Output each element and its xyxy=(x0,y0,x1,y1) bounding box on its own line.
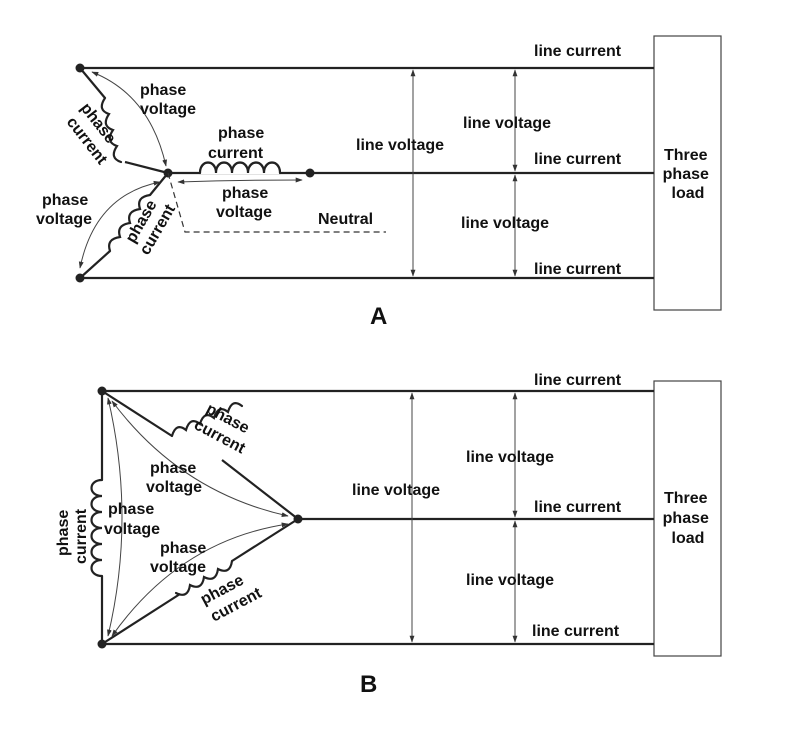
phase-voltage-label-left-b: phase xyxy=(108,501,154,518)
line-voltage-label-upper-a: line voltage xyxy=(463,115,551,132)
diagram-caption-b: B xyxy=(360,671,377,698)
node-right-a xyxy=(305,168,315,178)
wye-diagram: phase voltage phase current phase curren… xyxy=(36,35,722,330)
node-top-b xyxy=(97,386,107,396)
line-current-label-top-b: line current xyxy=(534,372,622,389)
node-top-a xyxy=(75,63,85,73)
phase-voltage-label-upper-b: phase xyxy=(150,460,196,477)
line-voltage-label-lower-a: line voltage xyxy=(461,215,549,232)
load-label-a: Three phase load xyxy=(663,147,714,202)
line-voltage-label-upper-b: line voltage xyxy=(466,449,554,466)
svg-text:voltage: voltage xyxy=(146,479,202,496)
phase-voltage-arrow-lower-b xyxy=(111,522,289,637)
phase-voltage-arrow-lower-a xyxy=(78,180,161,269)
phase-voltage-label-left-a: phase xyxy=(42,192,88,209)
load-label-b: Three phase load xyxy=(663,490,714,547)
line-current-label-bottom-b: line current xyxy=(532,623,620,640)
phase-current-label-left-b: phase xyxy=(55,510,72,556)
line-current-label-bottom-a: line current xyxy=(534,261,622,278)
svg-text:voltage: voltage xyxy=(150,559,206,576)
diagram-caption-a: A xyxy=(370,303,387,330)
svg-text:voltage: voltage xyxy=(36,211,92,228)
three-phase-load-box-a xyxy=(653,35,722,311)
node-bottom-b xyxy=(97,639,107,649)
neutral-label-a: Neutral xyxy=(318,211,373,228)
line-voltage-label-lower-b: line voltage xyxy=(466,572,554,589)
line-voltage-label-main-a: line voltage xyxy=(356,137,444,154)
phase-voltage-label-right-a: phase xyxy=(222,185,268,202)
phase-voltage-label-lower-b: phase xyxy=(160,540,206,557)
line-voltage-label-main-b: line voltage xyxy=(352,482,440,499)
svg-text:voltage: voltage xyxy=(104,521,160,538)
neutral-line-a xyxy=(167,172,386,233)
phase-voltage-label-upper-a: phase xyxy=(140,82,186,99)
line-current-label-mid-b: line current xyxy=(534,499,622,516)
phase-voltage-arrow-upper-a xyxy=(91,71,168,167)
winding-left-coil-b xyxy=(90,478,104,578)
svg-text:current: current xyxy=(73,508,90,564)
svg-text:voltage: voltage xyxy=(140,101,196,118)
node-bottom-a xyxy=(75,273,85,283)
line-current-label-top-a: line current xyxy=(534,43,622,60)
phase-voltage-arrow-right-a xyxy=(177,177,303,185)
node-right-b xyxy=(293,514,303,524)
svg-text:voltage: voltage xyxy=(216,204,272,221)
svg-text:current: current xyxy=(208,145,264,162)
phase-current-label-right-a: phase xyxy=(218,125,264,142)
line-current-label-mid-a: line current xyxy=(534,151,622,168)
three-phase-load-box-b xyxy=(653,380,722,657)
delta-diagram: phase current phase voltage phase curren… xyxy=(55,372,722,698)
phase-voltage-arrow-upper-b xyxy=(111,400,289,518)
